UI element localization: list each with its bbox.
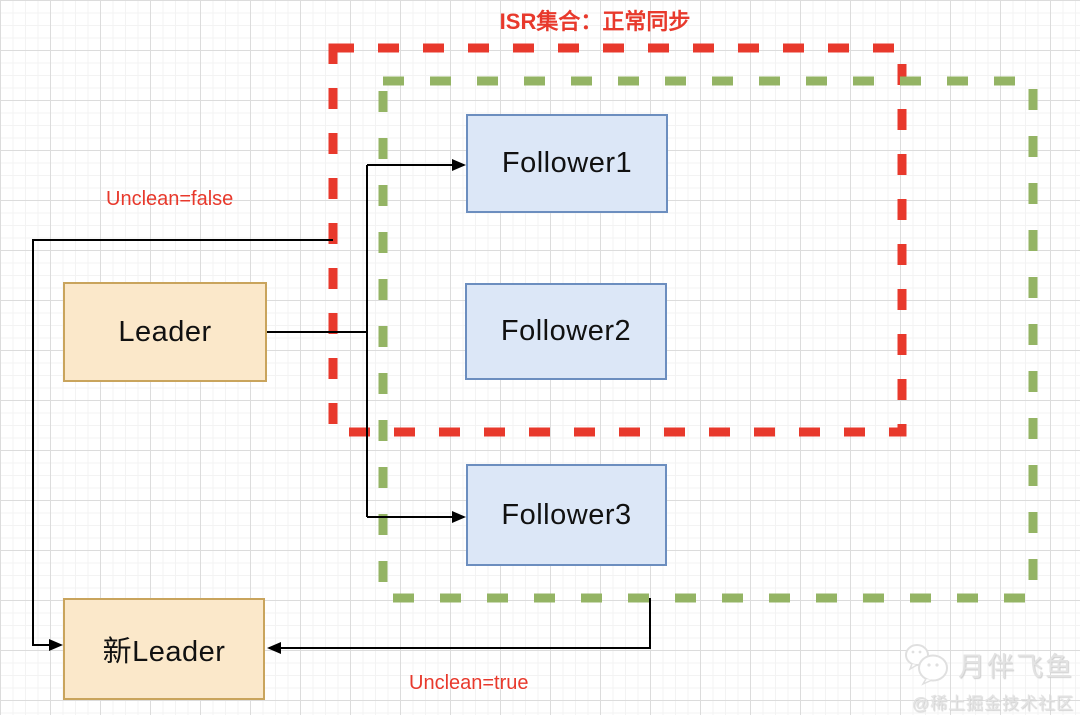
node-leader: Leader	[63, 282, 267, 382]
edge-replica-to-new-leader	[267, 598, 651, 654]
node-follower2: Follower2	[465, 283, 667, 380]
watermark-logo-icon	[905, 644, 948, 686]
label-unclean-true: Unclean=true	[409, 672, 529, 694]
watermark-community: @稀土掘金技术社区	[911, 694, 1074, 713]
label-unclean-false: Unclean=false	[106, 188, 234, 210]
replica-set-boundary	[378, 76, 1038, 603]
diagram-title: ISR集合：正常同步	[499, 9, 691, 34]
node-follower1: Follower1	[466, 114, 668, 213]
node-new-leader: 新Leader	[63, 598, 265, 700]
edge-isr-to-new-leader	[32, 239, 333, 651]
watermark-brand: 月伴飞鱼	[958, 651, 1074, 682]
node-follower3: Follower3	[466, 464, 667, 566]
watermark: 月伴飞鱼 @稀土掘金技术社区	[859, 640, 1074, 714]
